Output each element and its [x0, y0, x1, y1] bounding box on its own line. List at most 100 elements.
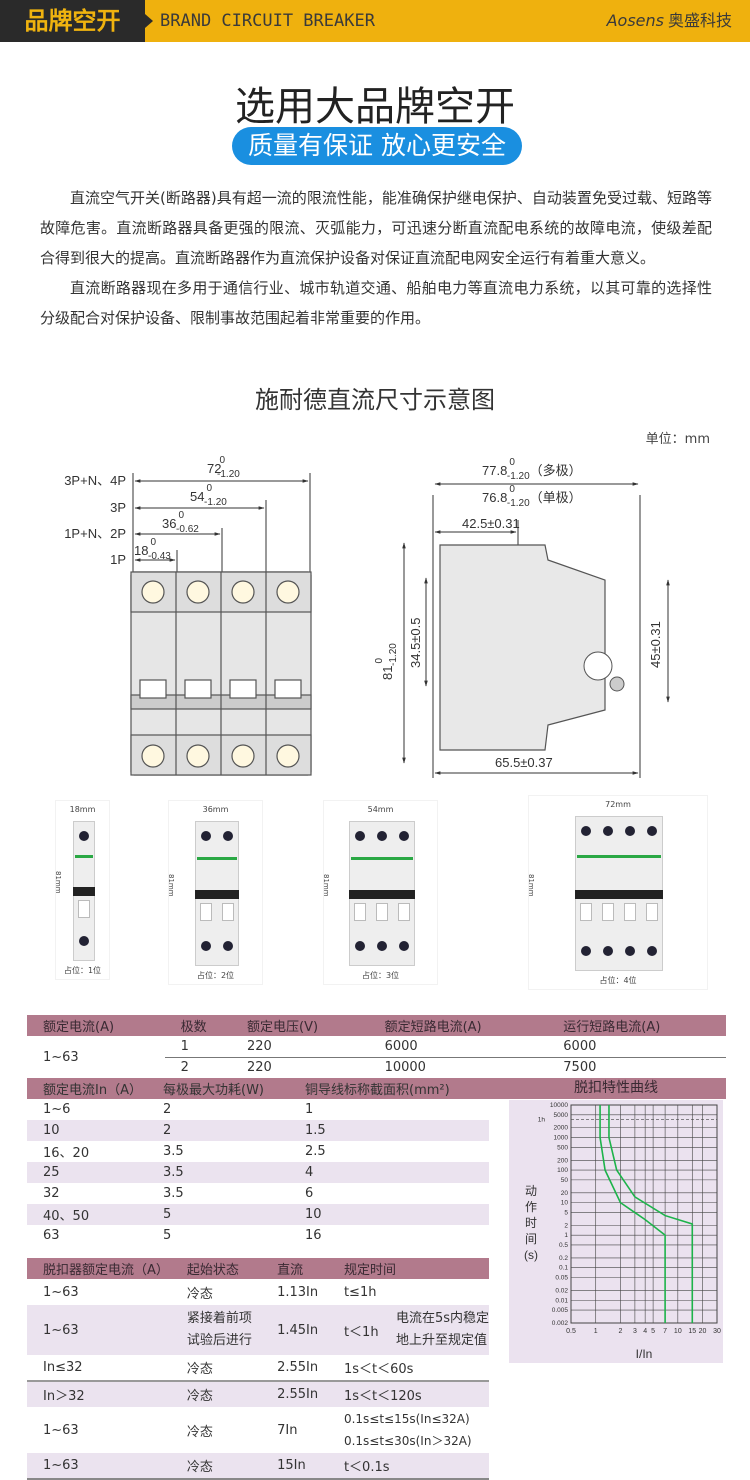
- y-tick: 0.5: [559, 1242, 568, 1249]
- y-tick: 10000: [550, 1102, 568, 1109]
- intro-text: 直流空气开关(断路器)具有超一流的限流性能，能准确保护继电保护、自动装置免受过载…: [40, 183, 712, 333]
- x-tick: 0.5: [566, 1328, 576, 1335]
- photo-slots-label: 占位：1位: [63, 966, 102, 975]
- photo-width-label: 72mm: [605, 800, 631, 809]
- dimension-drawing: 3P+N、4P 3P 1P+N、2P 1P 720-1.20 540-1.20 …: [64, 455, 670, 778]
- y-tick: 1000: [554, 1135, 569, 1142]
- product-photo: 18mm 81mm 占位：1位: [54, 800, 110, 980]
- y-tick: 0.02: [555, 1287, 568, 1294]
- section-title: 施耐德直流尺寸示意图: [255, 386, 495, 414]
- row-label: 3P: [110, 500, 126, 515]
- dim-76-8: 76.80-1.20（单极）: [482, 484, 582, 509]
- page-title: 选用大品牌空开: [235, 84, 515, 130]
- y-tick: 20: [561, 1190, 569, 1197]
- dim-77-8: 77.80-1.20（多极）: [482, 457, 582, 482]
- photo-slots-label: 占位：4位: [599, 976, 637, 985]
- y-tick: 0.2: [559, 1255, 568, 1262]
- y-tick: 1h: [538, 1116, 546, 1123]
- dim-18: 180-0.43: [134, 537, 171, 562]
- dim-34-5: 34.5±0.5: [408, 617, 423, 668]
- intro-paragraph: 直流断路器现在多用于通信行业、城市轨道交通、船舶电力等直流电力系统，以其可靠的选…: [40, 279, 712, 327]
- brand-en: Aosens: [606, 11, 664, 30]
- dim-54: 540-1.20: [190, 483, 227, 508]
- y-tick: 100: [557, 1167, 568, 1174]
- trip-curve-line: [608, 1105, 694, 1323]
- unit-label: 单位：mm: [645, 432, 710, 447]
- x-tick: 2: [618, 1328, 622, 1335]
- y-axis-label: 作: [525, 1200, 537, 1214]
- header-english-label: BRAND CIRCUIT BREAKER: [160, 11, 375, 31]
- dim-72: 720-1.20: [207, 455, 240, 480]
- x-tick: 4: [643, 1328, 647, 1335]
- y-tick: 0.05: [555, 1275, 568, 1282]
- photo-height-label: 81mm: [167, 873, 175, 897]
- x-tick: 15: [688, 1328, 696, 1335]
- product-photo: 36mm 81mm 占位：2位: [167, 800, 263, 985]
- photo-width-label: 36mm: [202, 805, 229, 814]
- dim-36: 360-0.62: [162, 510, 199, 535]
- photo-height-label: 81mm: [527, 873, 535, 897]
- y-tick: 500: [557, 1144, 568, 1151]
- photo-height-label: 81mm: [322, 873, 330, 897]
- trip-curve-line: [599, 1105, 666, 1323]
- row-label: 1P: [110, 552, 126, 567]
- x-tick: 7: [663, 1328, 667, 1335]
- product-photo: 72mm 81mm 占位：4位: [527, 795, 708, 990]
- y-axis-label: (s): [524, 1248, 538, 1262]
- y-tick: 2000: [554, 1125, 569, 1132]
- x-axis-label: I/In: [636, 1347, 653, 1361]
- dim-81: 810-1.20: [374, 643, 399, 680]
- intro-paragraph: 直流空气开关(断路器)具有超一流的限流性能，能准确保护继电保护、自动装置免受过载…: [40, 189, 712, 267]
- side-view-body: [439, 544, 606, 751]
- x-tick: 5: [651, 1328, 655, 1335]
- slogan-badge: 质量有保证 放心更安全: [232, 127, 522, 165]
- y-tick: 0.1: [559, 1265, 568, 1272]
- product-photo: 54mm 81mm 占位：3位: [322, 800, 438, 985]
- x-tick: 20: [699, 1328, 707, 1335]
- y-axis-label: 间: [525, 1232, 537, 1246]
- brand-cn: 奥盛科技: [667, 11, 732, 30]
- y-tick: 1: [564, 1232, 568, 1239]
- row-label: 3P+N、4P: [64, 473, 126, 488]
- x-tick: 30: [713, 1328, 721, 1335]
- photo-height-label: 81mm: [54, 871, 62, 894]
- x-tick: 3: [633, 1328, 637, 1335]
- photo-width-label: 54mm: [367, 805, 394, 814]
- y-tick: 0.01: [555, 1297, 568, 1304]
- y-tick: 2: [564, 1222, 568, 1229]
- row-label: 1P+N、2P: [64, 526, 126, 541]
- photo-width-label: 18mm: [69, 805, 96, 814]
- y-tick: 200: [557, 1157, 568, 1164]
- photo-slots-label: 占位：2位: [196, 971, 235, 980]
- photo-slots-label: 占位：3位: [361, 971, 400, 980]
- trip-curve-panel: 10000 5000 1h 2000 1000 500 200 100 50 20 10 5 2 1 0.5…: [509, 1100, 723, 1363]
- y-tick: 10: [561, 1200, 569, 1207]
- y-tick: 0.005: [552, 1307, 569, 1314]
- y-axis-label: 动: [525, 1184, 537, 1198]
- y-tick: 0.002: [552, 1320, 569, 1327]
- arrow-icon: [145, 14, 153, 28]
- dim-65-5: 65.5±0.37: [495, 755, 553, 770]
- dim-45: 45±0.31: [648, 621, 663, 668]
- y-tick: 5: [564, 1209, 568, 1216]
- x-tick: 1: [594, 1328, 598, 1335]
- curve-title: 脱扣特性曲线: [574, 1080, 658, 1096]
- y-tick: 50: [561, 1177, 569, 1184]
- y-tick: 5000: [554, 1112, 569, 1119]
